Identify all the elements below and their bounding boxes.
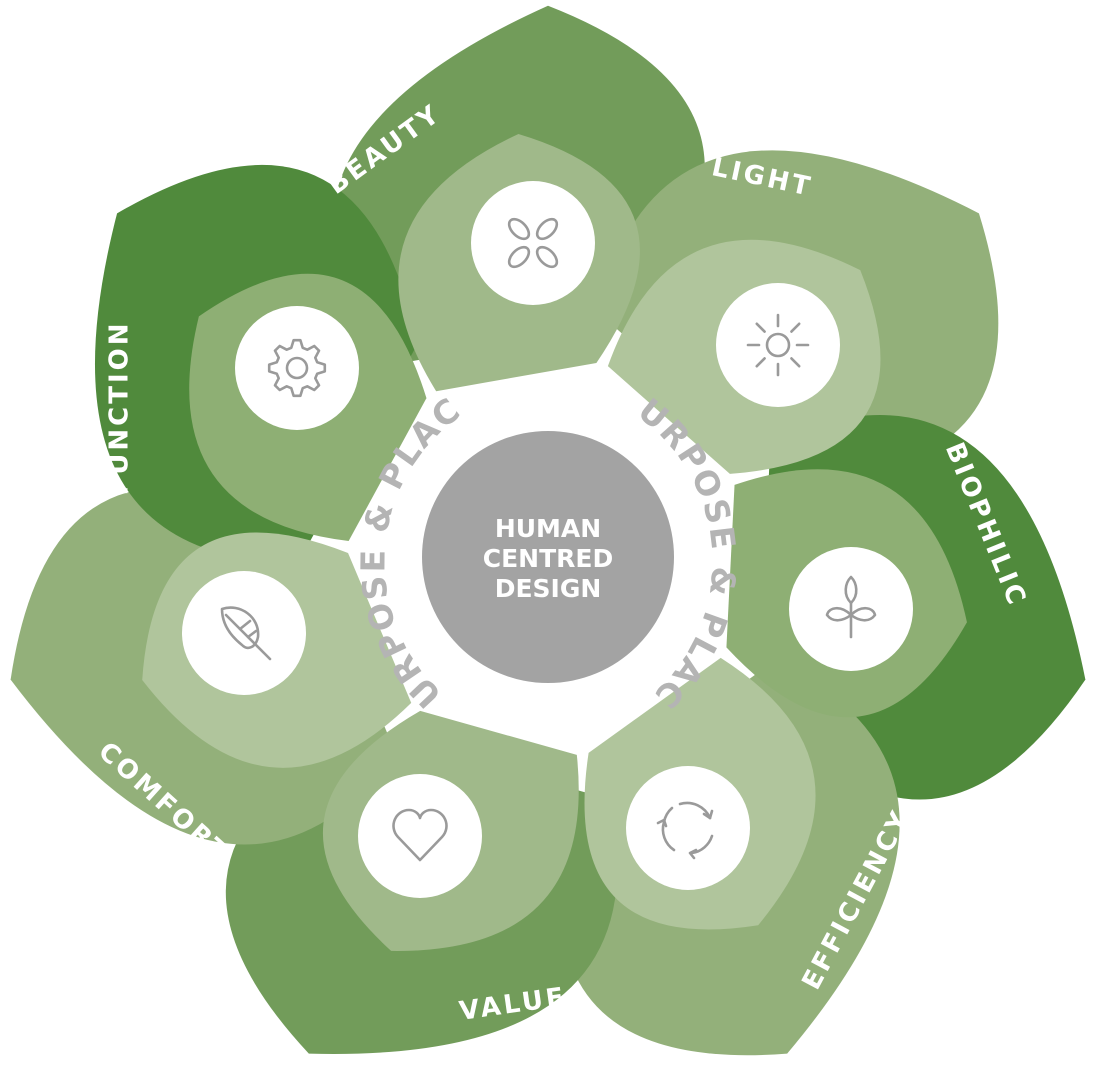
sprout-icon — [825, 575, 877, 639]
leaves-icon — [507, 217, 559, 269]
icon-circle — [358, 774, 482, 898]
center-line-1: HUMAN — [495, 514, 601, 543]
recycle-icon — [656, 801, 714, 860]
feather-icon — [220, 606, 272, 661]
center-line-3: DESIGN — [495, 574, 602, 603]
icon-circle — [471, 181, 595, 305]
icon-badge-value — [358, 774, 482, 898]
heart-icon — [392, 808, 448, 862]
icon-badge-efficiency — [626, 766, 750, 890]
icon-badge-comfort — [182, 571, 306, 695]
gear-icon — [267, 338, 327, 398]
sun-icon — [746, 313, 810, 377]
icon-badge-biophilic — [789, 547, 913, 671]
center-circle — [422, 431, 674, 683]
center-hub: HUMAN CENTRED DESIGN — [422, 431, 674, 683]
icon-circle — [626, 766, 750, 890]
icon-circle — [716, 283, 840, 407]
center-line-2: CENTRED — [483, 544, 613, 573]
icon-badge-beauty — [471, 181, 595, 305]
icon-badge-light — [716, 283, 840, 407]
segment-icons — [182, 181, 913, 898]
icon-circle — [235, 306, 359, 430]
label-function: FUNCTION — [105, 321, 135, 496]
icon-badge-function — [235, 306, 359, 430]
